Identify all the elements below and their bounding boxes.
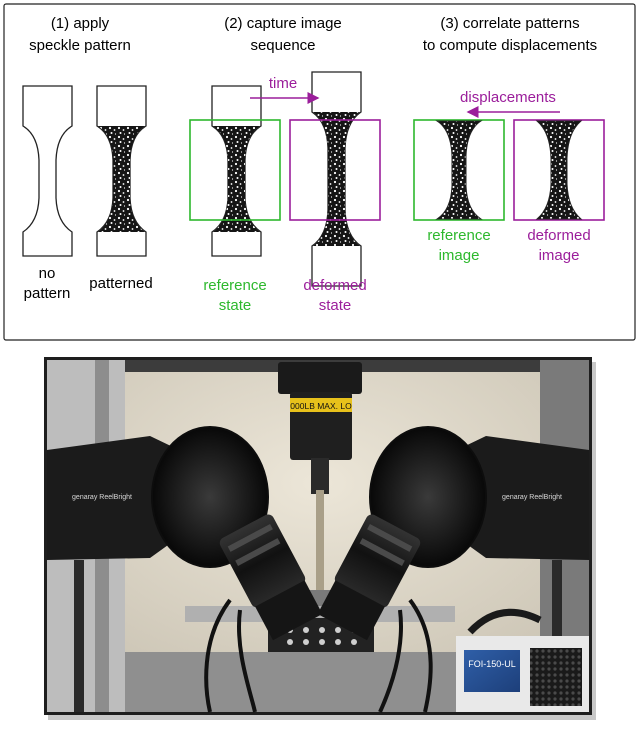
load-cell-label: 000LB MAX. LO	[290, 401, 352, 411]
right-light-body	[461, 436, 589, 560]
displacements-label: displacements	[460, 89, 556, 106]
label-no: no	[39, 265, 56, 282]
device-grille	[530, 648, 582, 706]
right-light-brand: genaray ReelBright	[502, 494, 562, 501]
label-deformed-state-2: state	[319, 297, 352, 314]
right-camera	[317, 514, 421, 641]
left-camera	[219, 514, 323, 641]
step3-title-line2: to compute displacements	[423, 37, 597, 54]
deformed-state-frame	[289, 119, 381, 221]
crosshead	[278, 362, 362, 394]
step1-title-line2: speckle pattern	[29, 37, 131, 54]
label-pattern: pattern	[24, 285, 71, 302]
specimen-no-pattern	[22, 85, 73, 257]
label-deformed-image-1: deformed	[527, 227, 590, 244]
time-label: time	[269, 75, 297, 92]
label-reference-image-1: reference	[427, 227, 490, 244]
left-light-brand: genaray ReelBright	[72, 494, 132, 501]
label-reference-state-2: state	[219, 297, 252, 314]
step1-title-line1: (1) apply	[51, 15, 110, 32]
upper-grip	[311, 458, 329, 494]
left-light-body	[47, 436, 175, 560]
label-patterned: patterned	[89, 275, 152, 292]
device-label: FOI-150-UL	[468, 659, 516, 669]
step2-title-line1: (2) capture image	[224, 15, 342, 32]
right-light-stand	[552, 560, 562, 680]
label-reference-state-1: reference	[203, 277, 266, 294]
speckle-reference-state	[213, 126, 260, 232]
camera-cables	[204, 598, 433, 713]
speckle-reference-image	[435, 120, 483, 220]
device-handle	[467, 608, 542, 635]
speckle-pattern-area	[98, 126, 145, 232]
load-cell-label-strip	[290, 398, 352, 412]
left-light-stand	[74, 560, 84, 712]
device-label-panel	[464, 650, 520, 692]
dic-process-diagram: (1) apply speckle pattern (2) capture im…	[3, 3, 636, 341]
diagram-frame	[3, 3, 636, 341]
step3-title-line1: (3) correlate patterns	[440, 15, 579, 32]
label-reference-image-2: image	[439, 247, 480, 264]
speckle-deformed-image	[535, 120, 583, 220]
reference-state-frame	[189, 119, 281, 221]
dic-setup-photo: 000LB MAX. LO genaray ReelBright genaray…	[44, 357, 596, 720]
label-deformed-state-1: deformed	[303, 277, 366, 294]
speckle-deformed-state	[313, 112, 360, 246]
step2-title-line2: sequence	[250, 37, 315, 54]
label-deformed-image-2: image	[539, 247, 580, 264]
test-specimen	[316, 490, 324, 600]
